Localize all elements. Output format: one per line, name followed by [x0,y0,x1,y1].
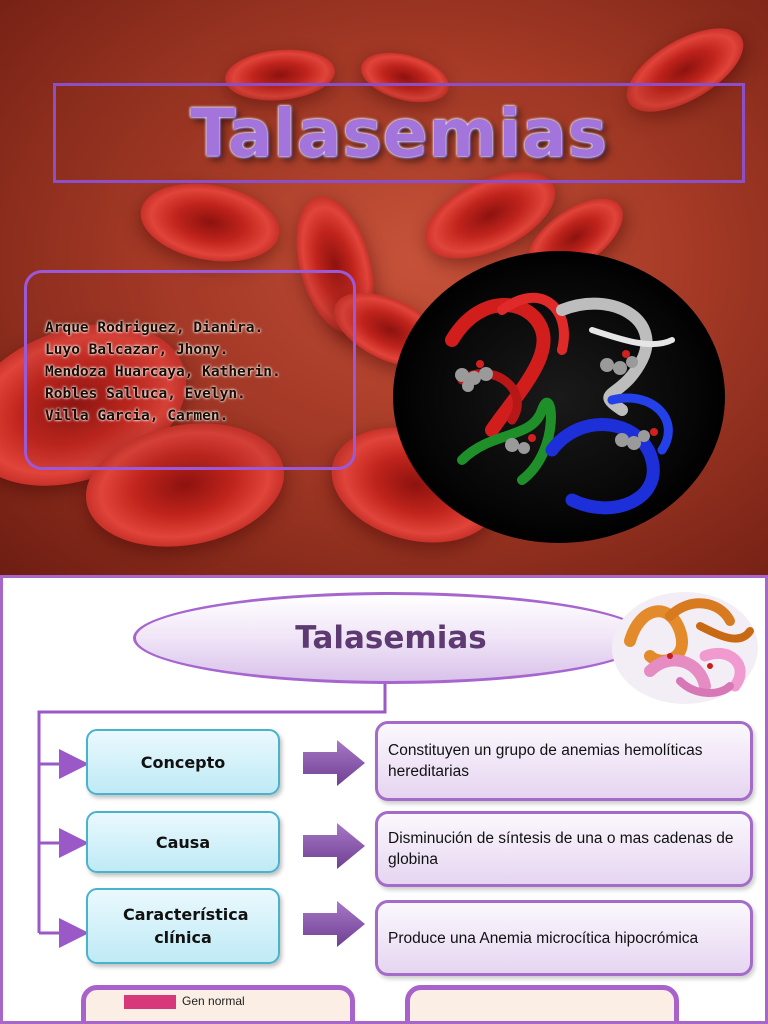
concept-box: Concepto [86,729,280,795]
cause-label: Causa [155,832,211,852]
cause-description: Disminución de síntesis de una o mas cad… [388,830,734,868]
title-box: Talasemias [53,83,745,183]
concept-map-title: Talasemias [295,620,487,656]
gene-chart-panel: Gen normal [81,985,355,1021]
author-name: Luyo Balcazar, Jhony. [45,342,229,358]
clinical-feature-description-box: Produce una Anemia microcítica hipocrómi… [375,900,753,976]
authors-box: Arque Rodriguez, Dianira. Luyo Balcazar,… [24,270,356,470]
cause-description-box: Disminución de síntesis de una o mas cad… [375,811,753,887]
legend-swatch [124,995,176,1009]
title-oval: Talasemias [133,592,649,684]
blood-cell [134,173,286,272]
gene-chart-panel-2 [405,985,679,1021]
clinical-feature-label: Característica clínica [123,905,249,947]
author-name: Mendoza Huarcaya, Katherin. [45,364,281,380]
slide-title: Talasemias [190,94,608,172]
arrow-right-icon [303,740,365,786]
concept-description: Constituyen un grupo de anemias hemolíti… [388,742,703,780]
title-slide: Talasemias Arque Rodriguez, Dianira. Luy… [0,0,768,575]
author-name: Villa Garcia, Carmen. [45,408,229,424]
protein-structure-image [393,251,725,543]
legend-label: Gen normal [182,994,245,1008]
connector-lines [37,682,387,948]
arrow-right-icon [303,901,365,947]
clinical-feature-box: Característica clínica [86,888,280,964]
cause-box: Causa [86,811,280,873]
concept-map-slide: Talasemias Concepto Constituyen un grupo… [0,575,768,1024]
hemoglobin-image [612,592,758,704]
concept-description-box: Constituyen un grupo de anemias hemolíti… [375,721,753,801]
arrow-right-icon [303,823,365,869]
authors-list: Arque Rodriguez, Dianira. Luyo Balcazar,… [45,317,281,427]
author-name: Robles Salluca, Evelyn. [45,386,246,402]
clinical-feature-description: Produce una Anemia microcítica hipocrómi… [388,929,699,947]
author-name: Arque Rodriguez, Dianira. [45,320,264,336]
concept-label: Concepto [140,752,226,772]
